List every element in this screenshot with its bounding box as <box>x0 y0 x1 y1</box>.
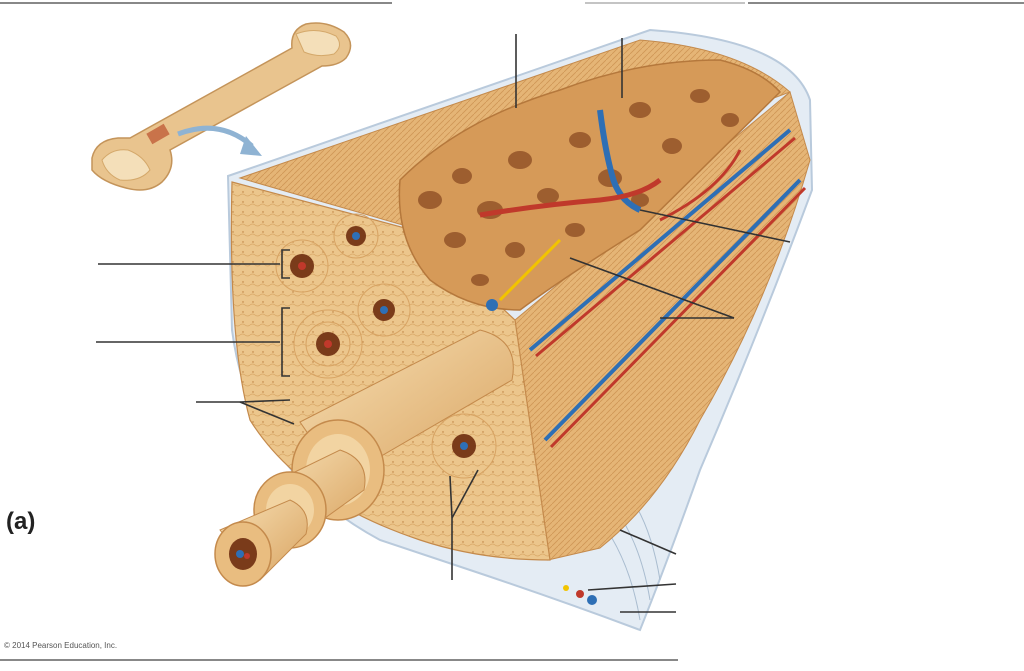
leader-line <box>451 469 479 519</box>
osteon <box>431 413 497 479</box>
periosteum-artery <box>576 590 584 598</box>
osteon <box>357 283 411 337</box>
bracket <box>281 307 290 377</box>
osteon <box>333 213 379 259</box>
osteon <box>275 239 329 293</box>
osteon <box>293 309 363 379</box>
long-bone-icon <box>91 22 352 191</box>
perforating-vessel-artery <box>535 136 796 358</box>
curved-arrow-head <box>240 136 262 156</box>
osteon-cylinder-inner <box>214 499 308 587</box>
copyright-notice: © 2014 Pearson Education, Inc. <box>4 641 118 650</box>
leader-line <box>639 209 791 243</box>
leader-line <box>239 399 291 403</box>
spongy-bone <box>398 59 782 311</box>
vessel-cross-section <box>486 299 498 311</box>
leader-lines <box>96 34 791 613</box>
leader-line <box>449 475 453 519</box>
periosteum-nerve <box>563 585 569 591</box>
vein-branch <box>597 109 642 213</box>
periosteum-vein <box>587 595 597 605</box>
leader-line <box>569 257 735 319</box>
perforating-vessel-vein <box>528 128 792 352</box>
compact-bone-side <box>514 91 811 561</box>
leader-line <box>587 583 677 591</box>
artery-branch <box>479 178 662 218</box>
panel-label: (a) <box>6 508 36 535</box>
leader-line <box>239 401 295 425</box>
vessel-branch <box>659 149 742 222</box>
nerve-branch <box>498 238 562 302</box>
bracket <box>281 249 290 279</box>
leader-line <box>619 529 677 555</box>
central-canal-vessel-vein <box>543 178 802 442</box>
